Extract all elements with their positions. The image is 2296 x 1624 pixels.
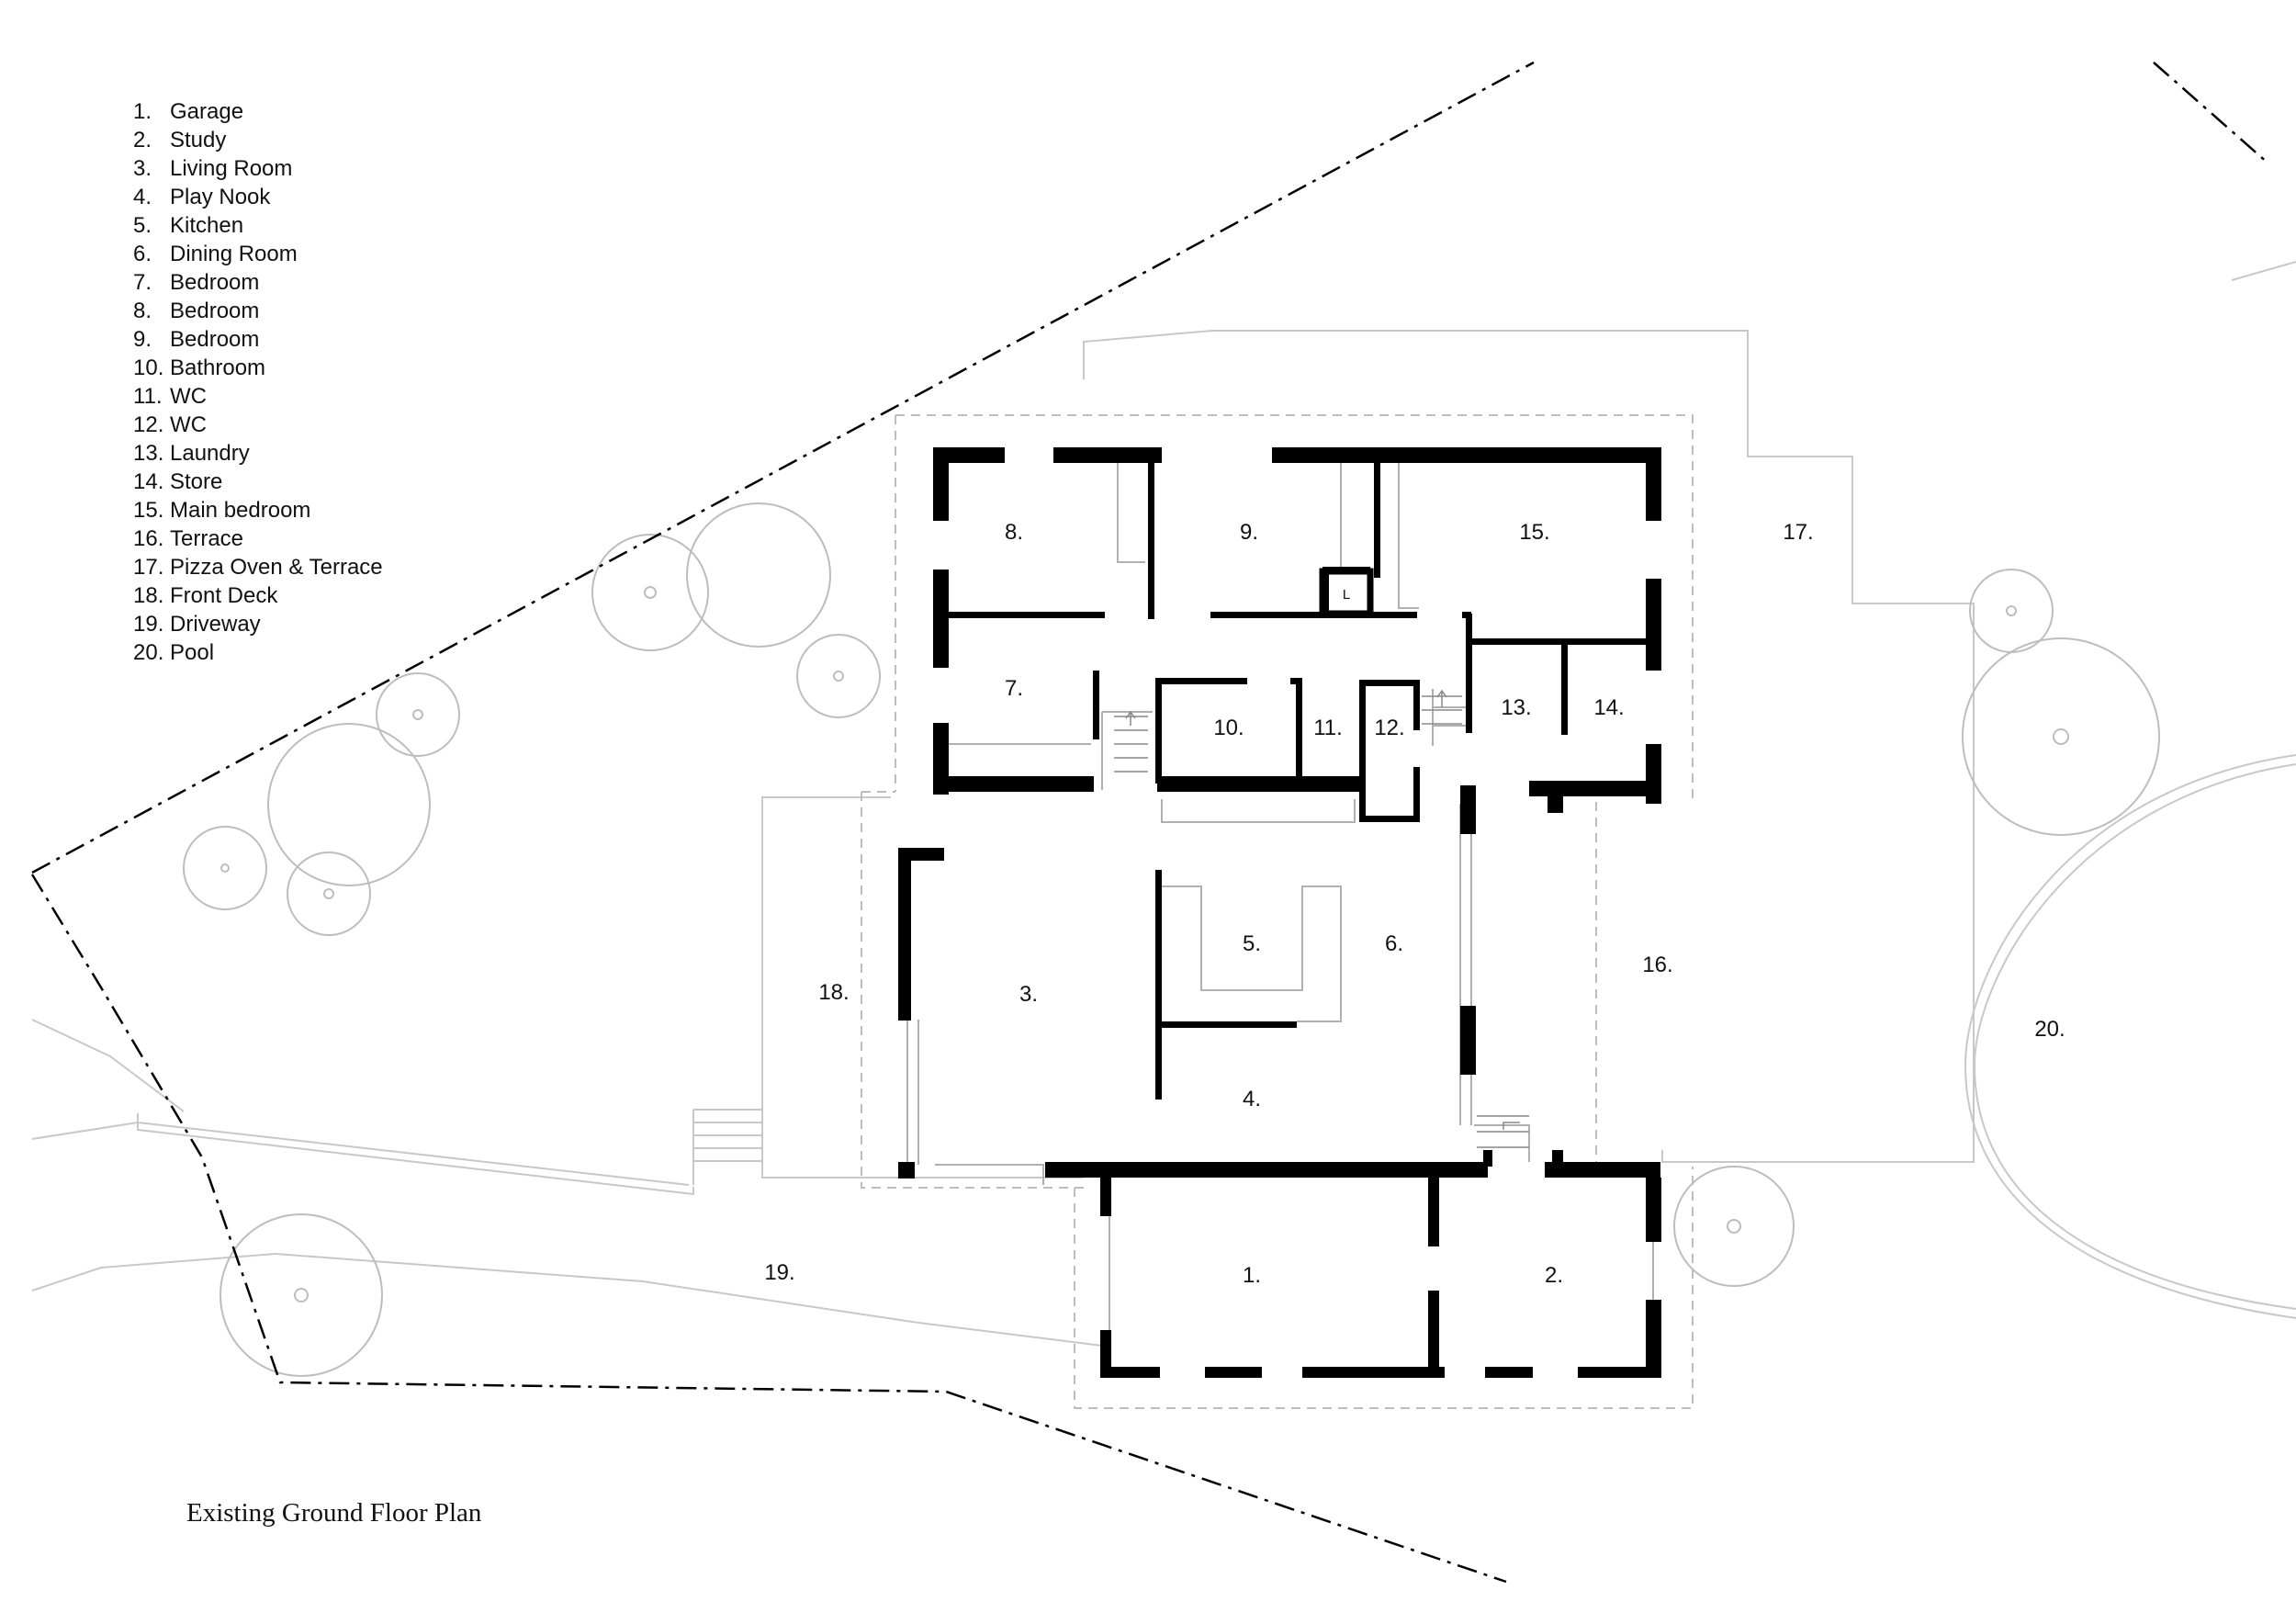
legend-item: 17.Pizza Oven & Terrace xyxy=(133,555,383,580)
legend-item: 1.Garage xyxy=(133,99,244,124)
pool-outline xyxy=(1964,754,2296,1319)
room-label-17: 17. xyxy=(1783,520,1813,545)
room-label-4: 4. xyxy=(1243,1087,1261,1111)
site-lines xyxy=(31,261,2296,1347)
room-label-6: 6. xyxy=(1385,931,1403,956)
room-label-16: 16. xyxy=(1642,953,1672,977)
legend-item: 9.Bedroom xyxy=(133,327,260,352)
room-label-14: 14. xyxy=(1593,695,1624,720)
legend-item: 12.WC xyxy=(133,412,207,437)
plan-caption: Existing Ground Floor Plan xyxy=(186,1498,482,1528)
room-label-9: 9. xyxy=(1240,520,1258,545)
legend-item: 15.Main bedroom xyxy=(133,498,311,523)
legend-item: 10.Bathroom xyxy=(133,355,266,380)
room-label-18: 18. xyxy=(818,980,849,1005)
interior-fixtures xyxy=(906,457,1654,1369)
trees xyxy=(183,502,2160,1377)
legend-item: 3.Living Room xyxy=(133,156,293,181)
legend-item: 2.Study xyxy=(133,128,227,152)
room-labels: 1. 2. 3. 4. 5. 6. 7. 8. 9. 10. 11. 12. 1… xyxy=(764,520,2065,1288)
room-label-15: 15. xyxy=(1519,520,1549,545)
legend-item: 8.Bedroom xyxy=(133,299,260,323)
room-label-13: 13. xyxy=(1501,695,1531,720)
room-label-3: 3. xyxy=(1019,982,1038,1007)
room-label-7: 7. xyxy=(1005,676,1023,701)
legend-item: 6.Dining Room xyxy=(133,242,298,266)
room-legend: 1.Garage 2.Study 3.Living Room 4.Play No… xyxy=(133,97,383,667)
property-boundary xyxy=(30,61,2269,1584)
walls xyxy=(898,447,1661,1378)
room-label-19: 19. xyxy=(764,1260,794,1285)
legend-item: 16.Terrace xyxy=(133,526,244,551)
room-label-12: 12. xyxy=(1374,716,1404,740)
legend-item: 13.Laundry xyxy=(133,441,250,466)
room-label-8: 8. xyxy=(1005,520,1023,545)
lift-box: L xyxy=(1319,568,1374,617)
room-label-5: 5. xyxy=(1243,931,1261,956)
room-label-1: 1. xyxy=(1243,1263,1261,1288)
room-label-20: 20. xyxy=(2034,1017,2065,1042)
stairs xyxy=(1114,689,1529,1148)
legend-item: 7.Bedroom xyxy=(133,270,260,295)
legend-item: 5.Kitchen xyxy=(133,213,244,238)
room-label-10: 10. xyxy=(1213,716,1244,740)
legend-item: 11.WC xyxy=(133,384,207,409)
room-label-11: 11. xyxy=(1313,716,1343,740)
legend-item: 4.Play Nook xyxy=(133,185,271,209)
deck-outlines xyxy=(861,414,1694,1409)
legend-item: 18.Front Deck xyxy=(133,583,278,608)
legend-item: 14.Store xyxy=(133,469,223,494)
legend-item: 20.Pool xyxy=(133,640,215,665)
lift-label: L xyxy=(1343,587,1350,603)
room-label-2: 2. xyxy=(1545,1263,1563,1288)
legend-item: 19.Driveway xyxy=(133,612,261,637)
